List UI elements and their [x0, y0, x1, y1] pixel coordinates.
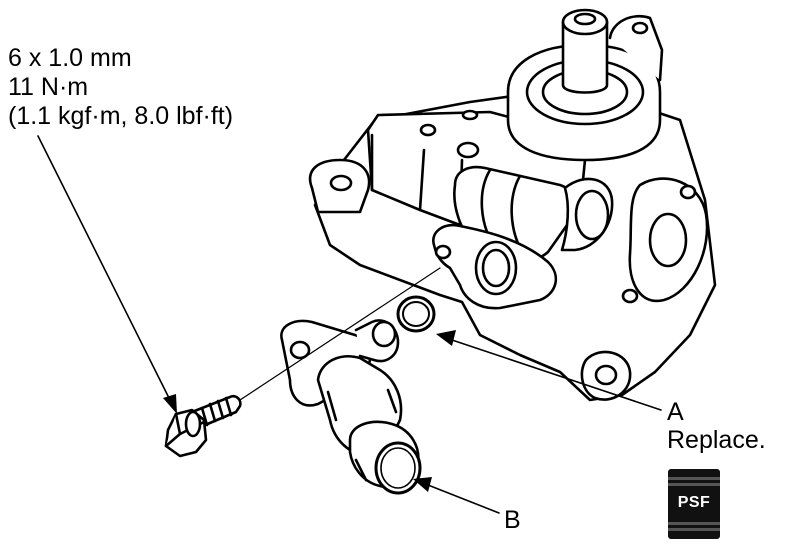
callout-b-arrow — [413, 477, 432, 492]
bolt-axis-line — [239, 267, 441, 401]
pump-shaft — [506, 8, 664, 162]
spec-leader-arrow — [163, 394, 177, 414]
callout-a-arrow — [436, 330, 456, 346]
callout-b-label: B — [504, 506, 521, 534]
pump-body — [308, 93, 717, 402]
callout-a-label: A — [667, 398, 684, 426]
torque-alt-text: (1.1 kgf·m, 8.0 lbf·ft) — [8, 102, 234, 130]
torque-text: 11 N·m — [8, 73, 89, 101]
callout-a-leader — [451, 339, 662, 411]
o-ring — [396, 295, 436, 333]
inlet-joint — [280, 319, 422, 495]
callout-a-note: Replace. — [667, 426, 766, 454]
flange-bolt — [164, 394, 242, 458]
callout-b-leader — [427, 484, 500, 514]
psf-badge-text: PSF — [677, 494, 711, 511]
bolt-size-text: 6 x 1.0 mm — [8, 44, 132, 72]
psf-fluid-badge: PSF — [668, 469, 720, 539]
spec-leader — [37, 135, 171, 401]
torque-spec: 6 x 1.0 mm 11 N·m (1.1 kgf·m, 8.0 lbf·ft… — [8, 44, 233, 131]
